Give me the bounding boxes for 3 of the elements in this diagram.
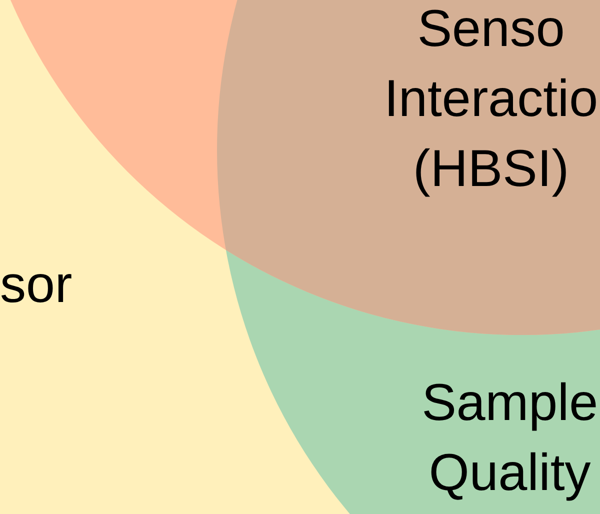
region-label: Sample Quality bbox=[422, 373, 598, 504]
region-label: sor bbox=[0, 255, 72, 316]
region-label: Senso Interactio (HBSI) bbox=[384, 0, 598, 200]
